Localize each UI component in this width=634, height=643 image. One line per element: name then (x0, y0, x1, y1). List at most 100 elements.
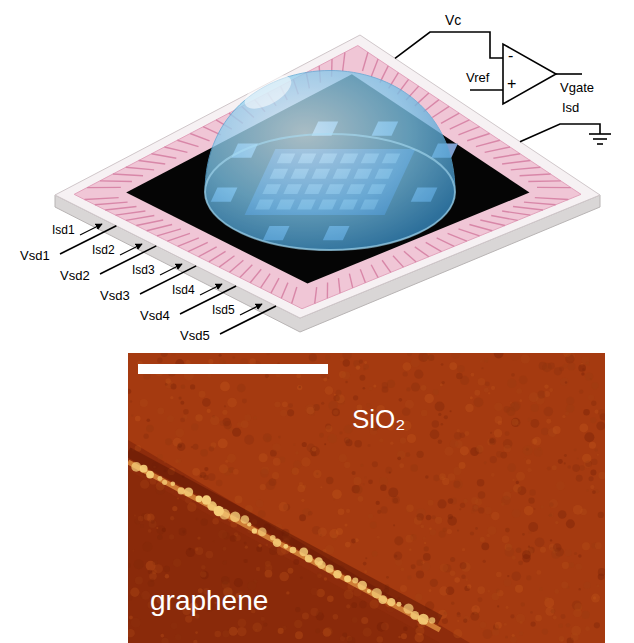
signal-name: - (508, 46, 513, 65)
afm-texture (252, 623, 262, 633)
afm-texture (524, 458, 526, 460)
afm-texture (232, 428, 241, 437)
afm-texture (503, 445, 511, 453)
afm-texture (529, 531, 532, 534)
afm-texture (561, 582, 568, 589)
afm-texture (325, 425, 332, 432)
afm-texture (135, 576, 143, 584)
afm-texture (170, 396, 173, 399)
afm-texture (221, 576, 229, 584)
afm-texture (218, 438, 228, 448)
afm-texture (234, 496, 242, 504)
edge-particle (358, 581, 367, 590)
afm-texture (467, 584, 472, 589)
afm-texture (363, 368, 365, 370)
afm-texture (186, 548, 195, 557)
afm-texture (440, 564, 448, 572)
bond-pad (450, 120, 470, 129)
afm-texture (510, 614, 514, 618)
afm-texture (553, 615, 557, 619)
afm-texture (208, 473, 216, 481)
afm-texture (565, 411, 569, 415)
op-amp-symbol (503, 44, 556, 104)
afm-texture (454, 577, 460, 583)
afm-texture (460, 446, 469, 455)
afm-texture (574, 552, 577, 555)
afm-texture (453, 629, 462, 638)
afm-texture (352, 617, 358, 623)
afm-texture (346, 509, 350, 513)
afm-texture (598, 512, 604, 518)
afm-texture (140, 480, 149, 489)
afm-texture (552, 465, 557, 470)
afm-texture (192, 468, 200, 476)
bond-pad (230, 260, 244, 272)
afm-texture (317, 573, 322, 578)
edge-particle (299, 547, 308, 556)
edge-particle (196, 495, 203, 502)
afm-texture (450, 557, 455, 562)
afm-texture (574, 603, 582, 611)
afm-texture (403, 627, 407, 631)
afm-texture (288, 568, 294, 574)
afm-texture (140, 399, 148, 407)
afm-texture (414, 633, 423, 642)
afm-texture (407, 575, 411, 579)
bond-pad (177, 140, 198, 146)
afm-texture (319, 433, 324, 438)
bond-pad (362, 52, 367, 71)
edge-particle (352, 577, 358, 583)
region-label: graphene (150, 584, 268, 618)
afm-texture (292, 468, 299, 475)
afm-texture (242, 399, 247, 404)
counter-electrode-wire (395, 32, 503, 58)
afm-texture (161, 353, 168, 357)
afm-texture (494, 353, 504, 358)
afm-texture (490, 456, 497, 463)
afm-texture (263, 622, 267, 626)
afm-texture (546, 419, 551, 424)
afm-texture (222, 630, 229, 637)
afm-texture (555, 521, 558, 524)
afm-texture (584, 432, 594, 442)
afm-texture (167, 415, 174, 422)
afm-texture (578, 554, 581, 557)
afm-texture (568, 562, 574, 568)
afm-texture (344, 462, 350, 468)
bond-pad (87, 187, 121, 189)
afm-texture (505, 547, 515, 557)
bond-pad (315, 287, 317, 303)
edge-particle (367, 589, 371, 593)
bond-pad (493, 154, 520, 158)
afm-texture (530, 419, 539, 428)
afm-texture (421, 525, 424, 528)
afm-texture (344, 425, 353, 434)
afm-texture (346, 604, 350, 608)
bond-pad (209, 251, 226, 262)
edge-particle (317, 561, 325, 569)
afm-texture (295, 631, 303, 639)
bond-pad (167, 233, 190, 241)
graphene-edge (128, 462, 440, 630)
afm-texture (457, 365, 464, 372)
bond-pad (219, 256, 234, 267)
graphene-edge-shadow (128, 452, 440, 620)
ground-symbol (597, 143, 603, 145)
bond-pad (491, 216, 517, 221)
afm-texture (545, 607, 554, 616)
graphene-region (128, 470, 440, 643)
afm-texture (339, 454, 347, 462)
afm-texture (450, 571, 456, 577)
afm-texture (526, 575, 531, 580)
bond-pad (485, 147, 510, 152)
afm-texture (233, 469, 239, 475)
afm-texture (128, 629, 135, 637)
afm-texture (505, 528, 510, 533)
signal-name: + (507, 74, 516, 93)
afm-texture (272, 472, 279, 479)
afm-texture (598, 472, 605, 479)
afm-texture (275, 401, 281, 407)
afm-texture (381, 622, 389, 630)
afm-texture (134, 514, 136, 516)
afm-texture (295, 607, 300, 612)
